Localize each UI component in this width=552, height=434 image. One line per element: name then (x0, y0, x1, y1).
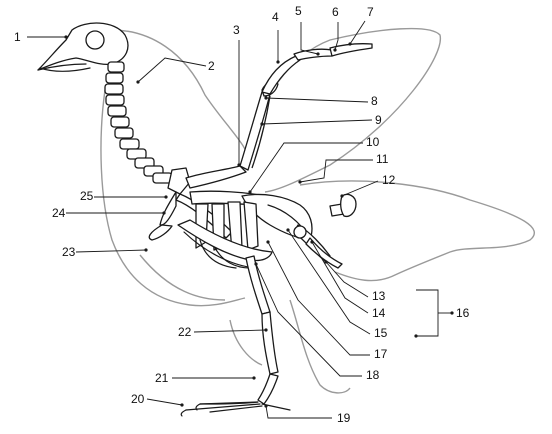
tail-bones (329, 193, 357, 218)
leader-dot (248, 190, 252, 194)
callout-labels: 1 2 3 4 5 6 7 8 9 10 11 12 13 14 15 16 1… (14, 4, 470, 425)
leader-line (416, 289, 439, 337)
leader-dot (264, 96, 268, 100)
leader-line (265, 97, 369, 103)
leader-dot (414, 334, 418, 338)
leader-line (334, 22, 339, 51)
label-12: 12 (382, 173, 396, 187)
leader-dot (264, 404, 268, 408)
leader-line (146, 398, 183, 406)
label-7: 7 (367, 5, 374, 19)
leader-dot (136, 80, 140, 84)
leader-dot (324, 260, 328, 264)
leg-bones (180, 255, 291, 417)
leader-line (261, 119, 373, 125)
label-25: 25 (80, 189, 94, 203)
leader-line (341, 180, 379, 197)
label-18: 18 (366, 368, 380, 382)
leader-dot (264, 328, 268, 332)
leader-dot (237, 163, 241, 167)
leader-dot (298, 180, 302, 184)
label-1: 1 (14, 30, 21, 44)
label-21: 21 (155, 371, 169, 385)
label-22: 22 (178, 325, 192, 339)
leader-dot (450, 311, 454, 315)
leader-line (287, 229, 371, 335)
leader-dot (286, 228, 290, 232)
label-20: 20 (131, 392, 145, 406)
leader-dot (316, 52, 320, 56)
leader-line (267, 241, 370, 356)
label-17: 17 (374, 347, 388, 361)
label-5: 5 (295, 4, 302, 18)
label-10: 10 (366, 135, 380, 149)
leader-line (325, 261, 369, 298)
label-16: 16 (456, 306, 470, 320)
leader-dot (310, 240, 314, 244)
leader-dot (340, 194, 344, 198)
label-14: 14 (372, 306, 386, 320)
leader-line (299, 159, 373, 183)
label-11: 11 (376, 152, 389, 166)
leader-dot (164, 195, 168, 199)
leader-dot (333, 48, 337, 52)
leader-line (193, 329, 267, 333)
label-15: 15 (374, 326, 388, 340)
leader-dot (254, 262, 258, 266)
label-13: 13 (372, 289, 386, 303)
leader-dot (276, 60, 280, 64)
leader-line (311, 241, 369, 314)
leader-dot (252, 376, 256, 380)
leader-line (265, 405, 332, 419)
label-23: 23 (62, 245, 76, 259)
skull (37, 22, 129, 72)
neck-vertebrae (104, 61, 173, 184)
leader-line (349, 20, 366, 45)
leader-lines (27, 20, 454, 419)
leader-dot (162, 211, 166, 215)
leader-dot (144, 248, 148, 252)
leader-line (255, 263, 362, 377)
label-19: 19 (337, 411, 351, 425)
leader-line (75, 249, 147, 253)
leader-line (249, 142, 363, 193)
label-4: 4 (272, 10, 279, 24)
label-6: 6 (332, 5, 339, 19)
leader-dot (266, 240, 270, 244)
leader-dot (260, 122, 264, 126)
label-8: 8 (371, 94, 378, 108)
leader-line (137, 57, 207, 83)
leader-line (300, 22, 319, 55)
label-2: 2 (208, 59, 215, 73)
leader-dot (348, 42, 352, 46)
label-9: 9 (375, 113, 382, 127)
label-3: 3 (233, 23, 240, 37)
leader-dot (64, 35, 68, 39)
label-24: 24 (52, 206, 66, 220)
leader-dot (180, 403, 184, 407)
